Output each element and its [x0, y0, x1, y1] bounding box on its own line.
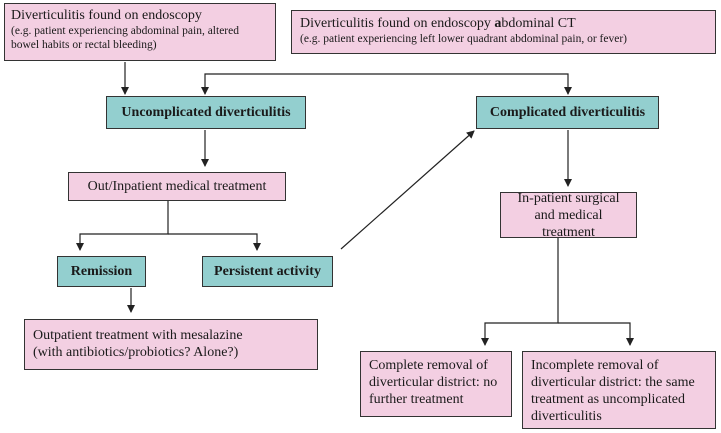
node-uncomplicated: Uncomplicated diverticulitis — [106, 96, 306, 129]
complete-removal-label: Complete removal of diverticular distric… — [369, 358, 498, 407]
endoscopy-main: Diverticulitis found on endoscopy — [11, 8, 202, 23]
uncomplicated-label: Uncomplicated diverticulitis — [121, 104, 291, 120]
arrow-persistent-to-complicated — [340, 130, 475, 250]
inpatient-surgical-label: In-patient surgical and medical treatmen… — [517, 190, 620, 240]
incomplete-removal-label: Incomplete removal of diverticular distr… — [531, 358, 695, 424]
ct-main-pre: Diverticulitis found on endoscopy — [300, 16, 495, 31]
node-remission: Remission — [57, 256, 146, 287]
persistent-label: Persistent activity — [214, 263, 321, 279]
ct-main-post: bdominal CT — [501, 16, 576, 31]
node-complicated: Complicated diverticulitis — [476, 96, 659, 129]
node-inpatient-surgical: In-patient surgical and medical treatmen… — [500, 190, 637, 240]
node-complete-removal: Complete removal of diverticular distric… — [360, 351, 512, 417]
arrow-surgical-to-incomplete — [558, 322, 634, 346]
arrow-medical-to-remission — [76, 201, 169, 251]
outpatient-medical-label: Out/Inpatient medical treatment — [87, 179, 267, 194]
mesalazine-line1: Outpatient treatment with mesalazine — [33, 328, 243, 343]
node-mesalazine: Outpatient treatment with mesalazine (wi… — [24, 319, 318, 370]
node-persistent-activity: Persistent activity — [202, 256, 333, 287]
arrow-bracket-to-uncomplicated — [201, 73, 387, 95]
node-abdominal-ct: Diverticulitis found on endoscopy abdomi… — [291, 10, 716, 54]
ct-main-bold: a — [494, 16, 502, 31]
node-endoscopy: Diverticulitis found on endoscopy (e.g. … — [4, 3, 276, 61]
endoscopy-sub: (e.g. patient experiencing abdominal pai… — [11, 25, 239, 51]
ct-sub: (e.g. patient experiencing left lower qu… — [300, 33, 627, 45]
mesalazine-line2: (with antibiotics/probiotics? Alone?) — [33, 345, 239, 360]
node-outpatient-medical: Out/Inpatient medical treatment — [68, 172, 286, 201]
node-incomplete-removal: Incomplete removal of diverticular distr… — [522, 351, 716, 429]
complicated-label: Complicated diverticulitis — [489, 104, 646, 120]
ct-main: Diverticulitis found on endoscopy abdomi… — [300, 15, 707, 32]
remission-label: Remission — [70, 263, 133, 279]
arrow-medical-to-persistent — [168, 233, 261, 251]
arrow-bracket-to-complicated — [387, 73, 572, 95]
arrow-surgical-to-complete — [481, 238, 559, 346]
